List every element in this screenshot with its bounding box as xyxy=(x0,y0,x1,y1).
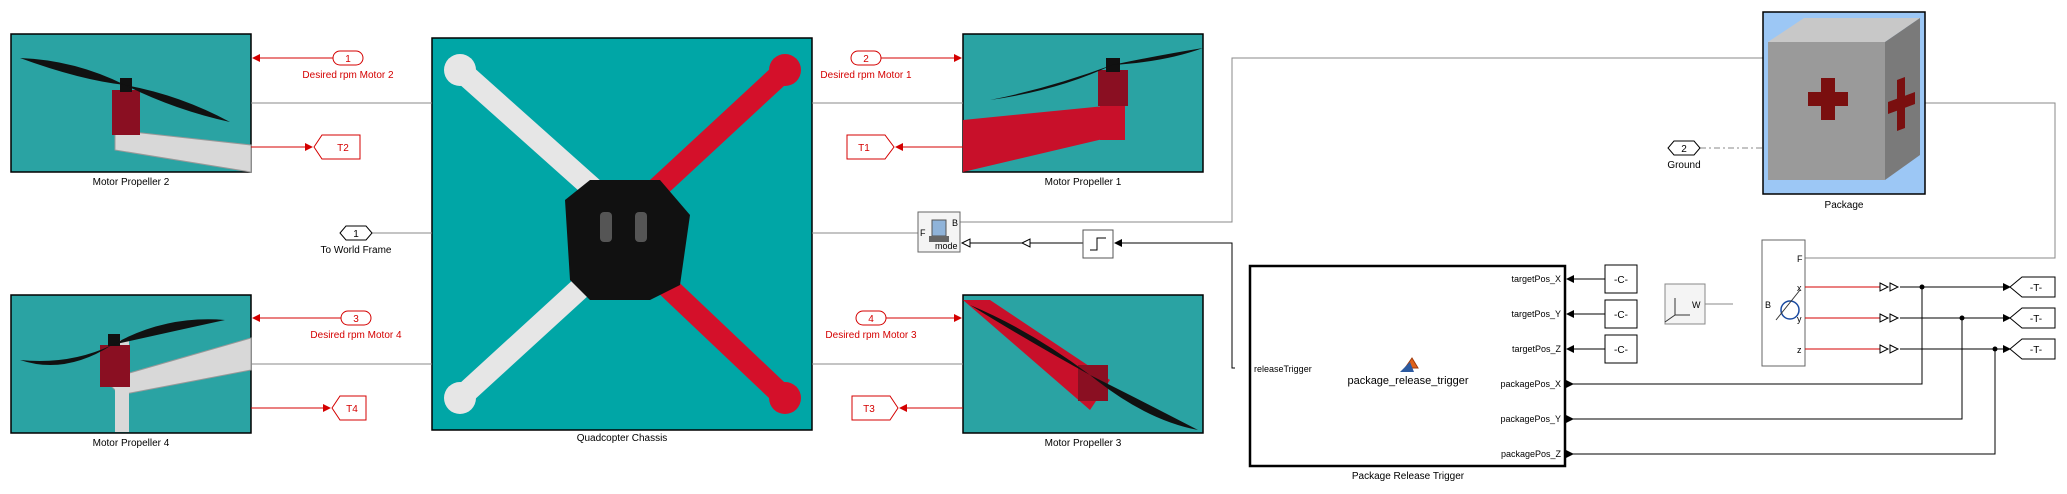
svg-text:x: x xyxy=(1797,283,1802,293)
goto-t2[interactable]: T2 xyxy=(313,134,361,160)
svg-text:targetPos_Y: targetPos_Y xyxy=(1511,309,1561,319)
package-release-trigger-label: Package Release Trigger xyxy=(1352,471,1465,482)
inport-rpm-motor-4[interactable]: 3 xyxy=(340,310,372,326)
quadcopter-chassis-label: Quadcopter Chassis xyxy=(577,433,668,444)
svg-text:z: z xyxy=(1797,345,1802,355)
sensor-output-lines xyxy=(1565,283,2011,455)
svg-text:T1: T1 xyxy=(858,143,870,154)
svg-text:-T-: -T- xyxy=(2030,345,2042,356)
world-frame-block[interactable]: W xyxy=(1664,283,1706,325)
motor-propeller-4-block[interactable] xyxy=(10,294,252,434)
svg-text:T3: T3 xyxy=(863,404,875,415)
svg-text:T2: T2 xyxy=(337,143,349,154)
svg-text:2: 2 xyxy=(863,54,869,65)
inport-rpm-motor-4-label: Desired rpm Motor 4 xyxy=(310,330,402,341)
inport-rpm-motor-2-label: Desired rpm Motor 2 xyxy=(302,70,394,81)
svg-text:packagePos_Y: packagePos_Y xyxy=(1500,414,1561,424)
goto-t3[interactable]: T3 xyxy=(851,395,899,421)
svg-text:3: 3 xyxy=(353,314,359,325)
svg-text:releaseTrigger: releaseTrigger xyxy=(1254,364,1312,374)
motor-propeller-1-label: Motor Propeller 1 xyxy=(1045,177,1122,188)
svg-text:-T-: -T- xyxy=(2030,314,2042,325)
inport-rpm-motor-2[interactable]: 1 xyxy=(332,50,364,66)
package-label: Package xyxy=(1825,200,1864,211)
connection-port-ground[interactable]: 2 xyxy=(1667,140,1701,156)
constant-lines xyxy=(1566,275,1605,353)
svg-text:package_release_trigger: package_release_trigger xyxy=(1347,375,1468,387)
motor-propeller-2-label: Motor Propeller 2 xyxy=(93,177,170,188)
package-block[interactable] xyxy=(1762,11,1926,195)
connection-port-world-frame[interactable]: 1 xyxy=(339,225,373,241)
motor-propeller-3-block[interactable] xyxy=(962,294,1204,434)
joint-block[interactable]: F B mode xyxy=(917,211,961,253)
constant-target-z[interactable]: -C- xyxy=(1604,334,1638,364)
svg-text:2: 2 xyxy=(1681,144,1687,155)
svg-text:targetPos_Z: targetPos_Z xyxy=(1512,344,1562,354)
svg-text:-T-: -T- xyxy=(2030,283,2042,294)
svg-text:mode: mode xyxy=(935,241,958,251)
svg-text:4: 4 xyxy=(868,314,874,325)
motor-propeller-1-block[interactable] xyxy=(962,33,1204,173)
transform-sensor-block[interactable]: B F x y z xyxy=(1761,239,1806,367)
svg-text:W: W xyxy=(1692,300,1701,310)
inport-rpm-motor-1-label: Desired rpm Motor 1 xyxy=(820,70,912,81)
trigger-step-block[interactable] xyxy=(1082,229,1114,259)
svg-text:F: F xyxy=(1797,254,1803,264)
package-release-trigger-block[interactable]: releaseTrigger targetPos_X targetPos_Y t… xyxy=(1248,264,1567,468)
goto-t1[interactable]: T1 xyxy=(846,134,895,160)
svg-text:packagePos_X: packagePos_X xyxy=(1500,379,1561,389)
svg-text:1: 1 xyxy=(345,54,351,65)
inport-rpm-motor-1[interactable]: 2 xyxy=(850,50,882,66)
svg-text:y: y xyxy=(1797,314,1802,324)
motor-propeller-2-block[interactable] xyxy=(10,33,252,173)
goto-tag-x[interactable]: -T- xyxy=(2009,276,2056,298)
svg-text:T4: T4 xyxy=(346,404,358,415)
goto-tag-z[interactable]: -T- xyxy=(2009,338,2056,360)
svg-text:1: 1 xyxy=(353,229,359,240)
constant-target-x[interactable]: -C- xyxy=(1604,264,1638,294)
inport-rpm-motor-3[interactable]: 4 xyxy=(855,310,887,326)
quadcopter-chassis-block[interactable] xyxy=(431,37,813,431)
svg-text:B: B xyxy=(952,218,958,228)
svg-text:-C-: -C- xyxy=(1614,345,1628,356)
world-frame-label: To World Frame xyxy=(321,245,392,256)
motor-propeller-4-label: Motor Propeller 4 xyxy=(93,438,170,449)
ground-label: Ground xyxy=(1667,160,1700,171)
physical-connections xyxy=(251,57,2056,365)
svg-text:F: F xyxy=(920,228,926,238)
inport-rpm-motor-3-label: Desired rpm Motor 3 xyxy=(825,330,917,341)
svg-text:-C-: -C- xyxy=(1614,310,1628,321)
goto-t4[interactable]: T4 xyxy=(331,395,367,421)
motor-propeller-3-label: Motor Propeller 3 xyxy=(1045,438,1122,449)
constant-target-y[interactable]: -C- xyxy=(1604,299,1638,329)
svg-text:B: B xyxy=(1765,300,1771,310)
svg-text:-C-: -C- xyxy=(1614,275,1628,286)
goto-tag-y[interactable]: -T- xyxy=(2009,307,2056,329)
svg-text:targetPos_X: targetPos_X xyxy=(1511,274,1561,284)
svg-text:packagePos_Z: packagePos_Z xyxy=(1501,449,1562,459)
